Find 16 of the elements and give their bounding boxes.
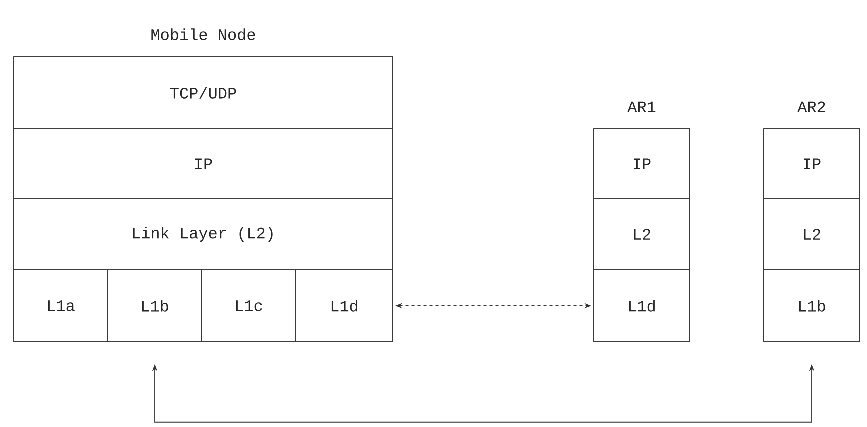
layer-box: L1d — [594, 270, 690, 342]
layer-box: IP — [764, 128, 860, 200]
layer-box: L2 — [764, 198, 860, 270]
layer-box: L1c — [202, 270, 296, 342]
layer-box: Link Layer (L2) — [14, 198, 394, 270]
layer-box: IP — [14, 128, 394, 200]
node-label: AR2 — [798, 102, 826, 112]
node-label: Mobile Node — [152, 28, 256, 40]
layer-box: L1b — [764, 270, 860, 342]
layer-box: IP — [594, 128, 690, 200]
node-label: AR1 — [628, 102, 656, 112]
layer-box: L1a — [14, 270, 108, 342]
layer-box: L1b — [108, 270, 202, 342]
layer-box: L2 — [594, 198, 690, 270]
layer-box: L1d — [296, 270, 394, 342]
layer-box: TCP/UDP — [14, 56, 394, 130]
